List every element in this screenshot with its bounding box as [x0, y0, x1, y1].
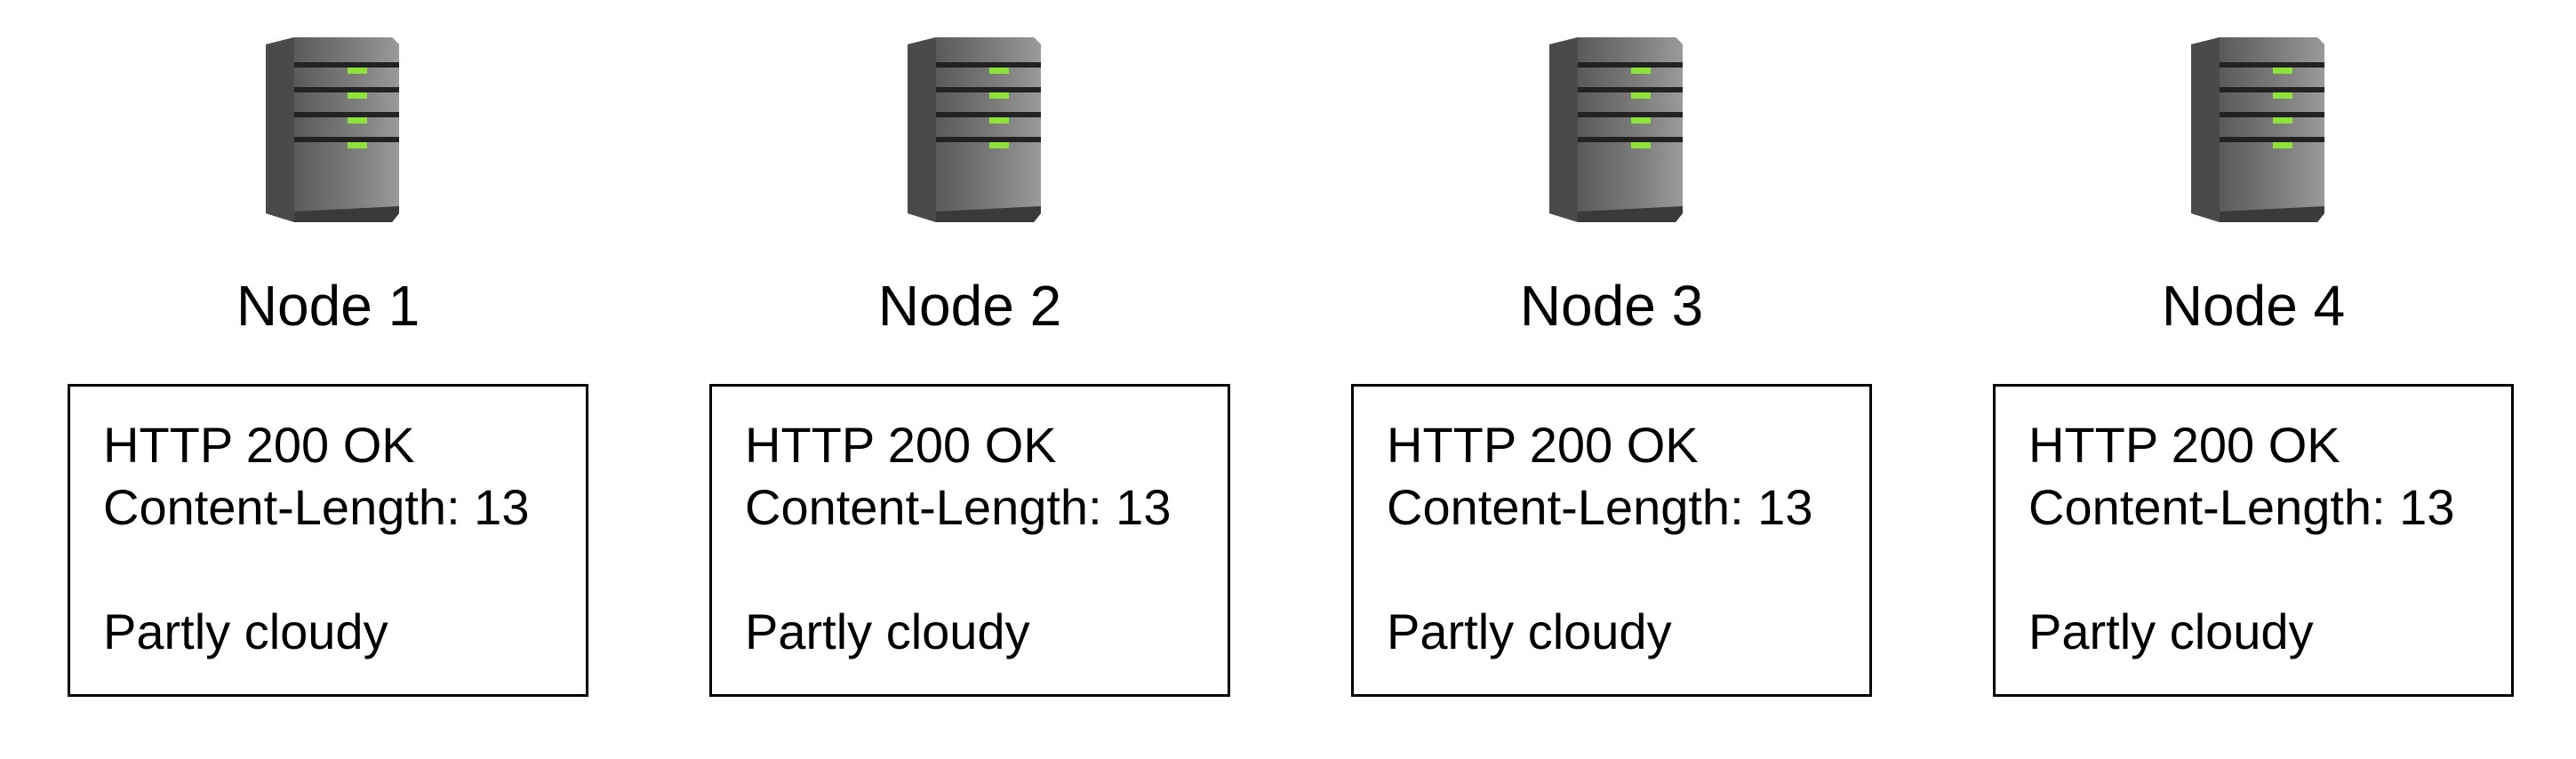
content-length-header: Content-Length: 13 [103, 479, 530, 535]
server-icon [900, 36, 1047, 231]
response-body: Partly cloudy [745, 603, 1030, 659]
http-response-box: HTTP 200 OK Content-Length: 13 Partly cl… [1351, 384, 1872, 697]
response-body: Partly cloudy [2028, 603, 2314, 659]
http-response-box: HTTP 200 OK Content-Length: 13 Partly cl… [709, 384, 1230, 697]
node-4: Node 4 HTTP 200 OK Content-Length: 13 Pa… [1991, 0, 2516, 759]
response-body: Partly cloudy [103, 603, 388, 659]
content-length-header: Content-Length: 13 [1387, 479, 1813, 535]
node-3: Node 3 HTTP 200 OK Content-Length: 13 Pa… [1349, 0, 1874, 759]
http-status-line: HTTP 200 OK [745, 417, 1057, 473]
server-icon [259, 36, 405, 231]
node-title: Node 2 [877, 274, 1062, 338]
node-title: Node 4 [2161, 274, 2346, 338]
node-title: Node 3 [1519, 274, 1704, 338]
http-status-line: HTTP 200 OK [2028, 417, 2340, 473]
server-icon [1542, 36, 1689, 231]
http-status-line: HTTP 200 OK [1387, 417, 1699, 473]
node-1: Node 1 HTTP 200 OK Content-Length: 13 Pa… [66, 0, 590, 759]
content-length-header: Content-Length: 13 [745, 479, 1172, 535]
node-title: Node 1 [236, 274, 420, 338]
http-status-line: HTTP 200 OK [103, 417, 415, 473]
http-response-box: HTTP 200 OK Content-Length: 13 Partly cl… [68, 384, 588, 697]
http-response-box: HTTP 200 OK Content-Length: 13 Partly cl… [1993, 384, 2514, 697]
server-icon [2184, 36, 2331, 231]
response-body: Partly cloudy [1387, 603, 1672, 659]
content-length-header: Content-Length: 13 [2028, 479, 2455, 535]
node-2: Node 2 HTTP 200 OK Content-Length: 13 Pa… [708, 0, 1232, 759]
